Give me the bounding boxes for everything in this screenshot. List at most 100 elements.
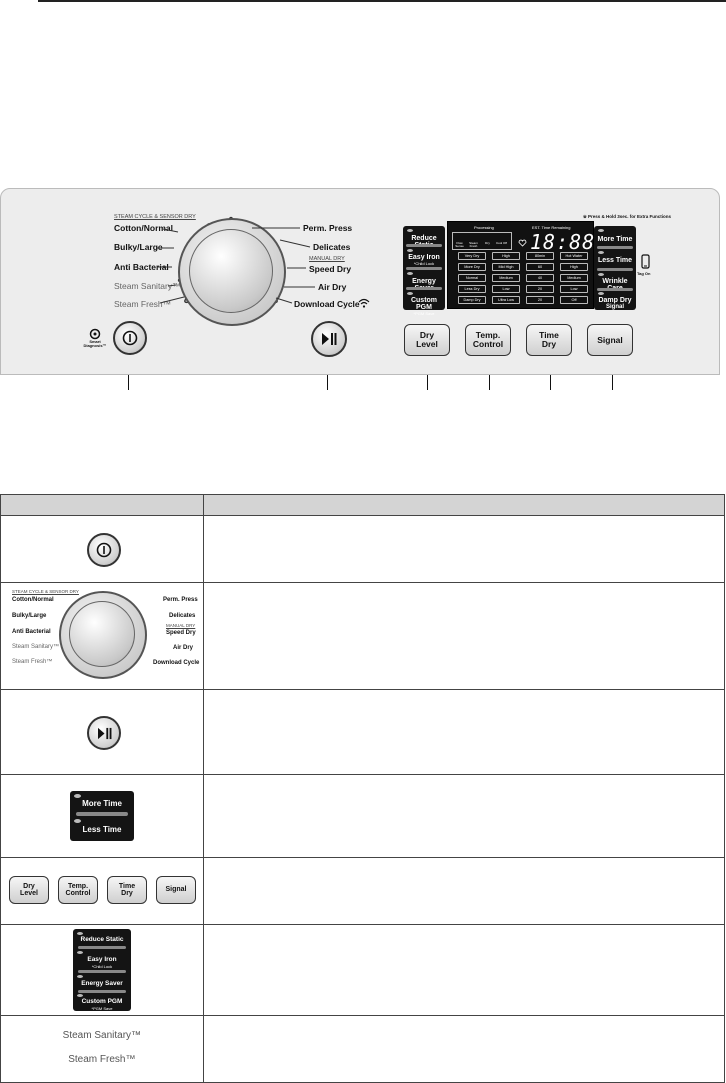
dial-label-steam-sanitary: Steam Sanitary™ (12, 644, 60, 650)
signal-high: High (560, 263, 588, 271)
table-cell-image (0, 689, 204, 775)
temp-medium: Medium (492, 274, 520, 282)
time-dry-line1: Time (539, 330, 559, 341)
extra-functions-note: ※ Press & Hold 3sec. for Extra Functions (583, 214, 672, 219)
cycle-perm-press[interactable]: Perm. Press (303, 223, 353, 233)
cycle-air-dry[interactable]: Air Dry (318, 282, 347, 292)
signal-button[interactable]: Signal (587, 324, 633, 356)
option-bar (597, 246, 633, 249)
table-cell-description (202, 515, 726, 583)
option-less-time[interactable]: Less Time (82, 825, 122, 834)
dial-heading: STEAM CYCLE & SENSOR DRY (12, 589, 79, 594)
temp-ultra-low: Ultra Low (492, 296, 520, 304)
option-more-time[interactable]: More Time (597, 236, 633, 243)
table-row: Steam Sanitary™ Steam Fresh™ (0, 1015, 726, 1083)
table-row (0, 515, 726, 583)
option-easy-iron[interactable]: Easy Iron*Child Lock (73, 956, 131, 969)
cycle-anti-bacterial[interactable]: Anti Bacterial (114, 262, 169, 272)
cycle-steam-sanitary[interactable]: Steam Sanitary™ (114, 281, 181, 291)
status-icons (452, 232, 512, 250)
option-damp-dry-sub: Signal (605, 304, 624, 310)
option-bar (76, 812, 128, 816)
dial-leaders (156, 227, 315, 304)
option-damp-dry-label: Damp Dry (598, 297, 632, 304)
option-custom-pgm[interactable]: Custom PGM*PGM Save (403, 297, 445, 316)
smart-diagnosis-label: Smart Diagnosis™ (83, 339, 107, 349)
led-easy-iron (407, 249, 413, 252)
signal-button[interactable]: Signal (156, 876, 196, 904)
option-less-time[interactable]: Less Time (597, 257, 633, 264)
option-bar (78, 990, 126, 993)
power-button[interactable] (87, 533, 121, 567)
feature-table: STEAM CYCLE & SENSOR DRY Cotton/Normal B… (0, 494, 726, 1083)
tag-on-icon (641, 254, 650, 269)
status-icon-cool-off: Cool Off (496, 241, 507, 245)
play-pause-icon (97, 727, 111, 739)
dial-label-cotton-normal: Cotton/Normal (12, 597, 54, 603)
smart-diagnosis-icon (89, 328, 101, 340)
led-easy-iron (77, 951, 83, 954)
table-row: Reduce Static Easy Iron*Child Lock Energ… (0, 924, 726, 1016)
option-custom-pgm-sub: *PGM Save (413, 311, 435, 316)
cycle-cotton-normal[interactable]: Cotton/Normal (114, 223, 174, 233)
led-less-time (74, 819, 81, 823)
cycle-dial-knob[interactable] (69, 601, 135, 667)
option-reduce-static[interactable]: Reduce Static (80, 936, 124, 943)
cycle-steam-fresh[interactable]: Steam Fresh™ (114, 299, 172, 309)
est-time-label: EST. Time Remaining (532, 225, 571, 230)
led-energy-saver (407, 272, 413, 275)
led-more-time (598, 229, 604, 232)
option-more-time[interactable]: More Time (82, 799, 122, 808)
dial-label-speed-dry: Speed Dry (166, 630, 196, 636)
table-cell-image (0, 515, 204, 583)
option-energy-saver[interactable]: Energy Saver (81, 980, 123, 987)
power-button[interactable] (113, 321, 147, 355)
time-80min: 80min (526, 252, 554, 260)
table-cell-description (202, 1015, 726, 1083)
tag-on-label: Tag On (637, 271, 651, 276)
label-steam-fresh: Steam Fresh™ (68, 1054, 136, 1065)
temp-control-button[interactable]: Temp.Control (58, 876, 98, 904)
led-reduce-static (77, 932, 83, 935)
option-easy-iron-sub: *Child Lock (413, 261, 435, 266)
dry-level-damp-dry: Damp Dry (458, 296, 486, 304)
dry-level-line1: Dry (23, 882, 35, 890)
table-header-image (0, 494, 204, 516)
temp-mid-high: Mid High (492, 263, 520, 271)
dial-label-download-cycle: Download Cycle (153, 660, 200, 666)
table-cell-description (202, 924, 726, 1016)
start-pause-button[interactable] (311, 321, 347, 357)
option-easy-iron[interactable]: Easy Iron*Child Lock (403, 254, 445, 266)
temp-control-button[interactable]: Temp.Control (465, 324, 511, 356)
option-custom-pgm[interactable]: Custom PGM*PGM Save (73, 998, 131, 1011)
cycle-delicates[interactable]: Delicates (313, 242, 351, 252)
led-less-time (598, 251, 604, 254)
signal-medium: Medium (560, 274, 588, 282)
status-icon-steam-fresh: Steam Fresh (469, 241, 478, 248)
table-cell-description (202, 689, 726, 775)
cycle-speed-dry[interactable]: Speed Dry (309, 264, 352, 274)
cycle-bulky-large[interactable]: Bulky/Large (114, 242, 163, 252)
table-row: More Time Less Time (0, 774, 726, 858)
cycle-download-cycle[interactable]: Download Cycle (294, 299, 360, 309)
time-options-panel: More Time Less Time (70, 791, 134, 841)
table-cell-description (202, 582, 726, 690)
dial-manual-heading: MANUAL DRY (166, 623, 196, 628)
signal-line1: Signal (597, 334, 623, 345)
left-options-panel: Reduce Static Easy Iron*Child Lock Energ… (73, 929, 131, 1011)
option-easy-iron-label: Easy Iron (87, 956, 117, 963)
table-cell-description (202, 774, 726, 858)
manual-dry-heading: MANUAL DRY (309, 256, 345, 262)
dry-level-less-dry: Less Dry (458, 285, 486, 293)
start-pause-button[interactable] (87, 716, 121, 750)
table-row: STEAM CYCLE & SENSOR DRY Cotton/Normal B… (0, 582, 726, 690)
option-bar (597, 288, 633, 291)
cycle-dial-knob[interactable] (189, 229, 273, 313)
temp-control-line2: Control (472, 339, 504, 349)
time-20-b: 20 (526, 296, 554, 304)
